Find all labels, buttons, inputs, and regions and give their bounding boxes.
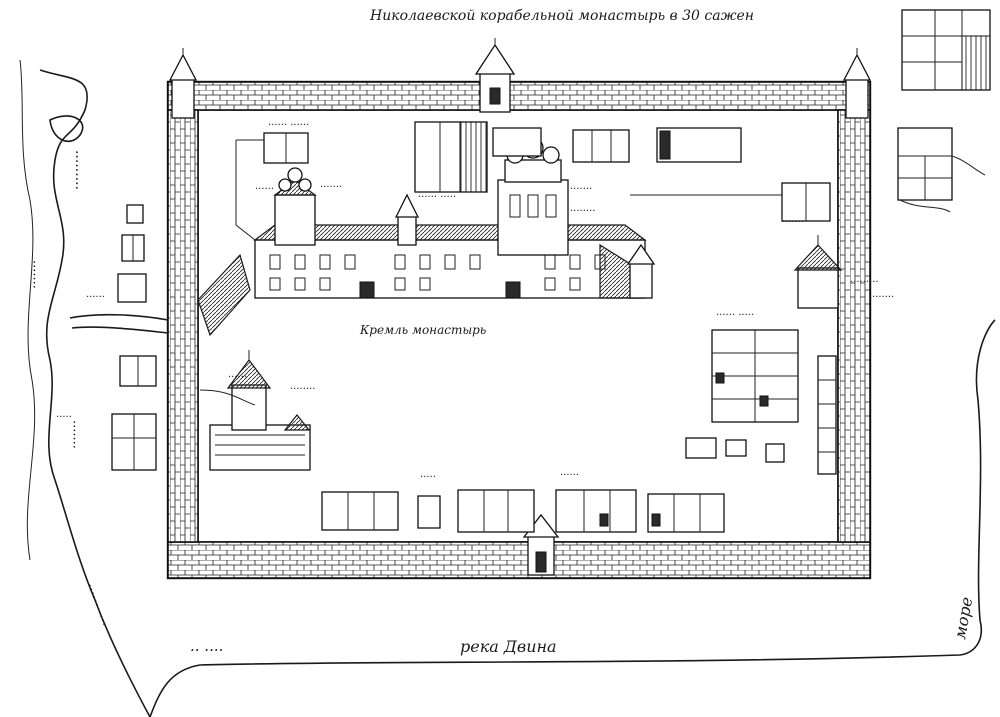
svg-text:······: ······ <box>228 372 247 383</box>
left-river-bank <box>39 69 151 717</box>
top-caption: Николаевской корабельной монастырь в 30 … <box>369 8 754 24</box>
left-river-shore <box>19 59 36 561</box>
svg-text:·······: ······· <box>66 420 81 449</box>
outbuilding-top-2 <box>414 121 488 193</box>
svg-text:········: ········ <box>290 384 315 395</box>
left-gate-wedge <box>197 253 251 337</box>
corner-tower-top-left <box>168 48 198 119</box>
gate-tower-top <box>474 38 516 113</box>
svg-text:·····: ····· <box>420 472 436 483</box>
side-river-label: море <box>950 595 976 640</box>
tall-structure-right <box>817 355 837 475</box>
annotation-leaders <box>199 139 782 406</box>
svg-text:·····: ····· <box>56 412 72 423</box>
right-wall <box>837 109 871 543</box>
outbuilding-top-4 <box>572 129 630 163</box>
bottom-row-buildings <box>321 489 725 533</box>
svg-text:······: ······ <box>86 292 105 303</box>
left-wall <box>167 109 199 543</box>
svg-text:·······: ······· <box>570 184 592 195</box>
outbuilding-top-3 <box>492 127 542 157</box>
bottom-caption: река Двина <box>460 637 557 656</box>
svg-text:·······: ······· <box>872 292 894 303</box>
svg-text:·······: ······· <box>320 182 342 193</box>
outbuilding-right-1 <box>781 182 831 222</box>
small-church-right <box>793 235 843 309</box>
svg-text:·· ····: ·· ···· <box>190 641 223 659</box>
outbuilding-top-1 <box>263 132 309 164</box>
svg-text:······ ·····: ······ ····· <box>716 310 754 321</box>
svg-text:········: ········ <box>570 206 595 217</box>
svg-text:·······: ······· <box>782 217 804 228</box>
inset-plan-mid-right <box>897 127 986 213</box>
svg-text:·······: ······· <box>26 260 41 289</box>
mid-caption: Кремль монастырь <box>359 323 486 337</box>
handwritten-annotations: ······ ······ ······ ······· ······ ····… <box>56 120 894 483</box>
svg-text:·········: ········· <box>850 277 879 288</box>
top-wall <box>167 81 871 111</box>
small-sheds-right <box>685 437 785 463</box>
cell-block-right <box>711 329 799 423</box>
svg-text:·········: ········· <box>68 150 84 190</box>
bottom-wall <box>167 541 871 579</box>
svg-text:······ ·····: ······ ····· <box>418 192 456 203</box>
river-inlet <box>49 115 84 143</box>
svg-text:······ ······: ······ ······ <box>268 120 309 131</box>
inset-plan-top-right <box>901 9 991 91</box>
bottom-river-bank <box>149 319 996 717</box>
svg-text:······: ······ <box>560 470 579 481</box>
outside-left-buildings <box>111 204 157 471</box>
svg-text:······: ······ <box>255 184 274 195</box>
approach-path <box>69 313 169 334</box>
wooden-church-left <box>209 350 311 471</box>
svg-text:···········: ··········· <box>81 581 111 629</box>
outbuilding-top-5 <box>656 127 742 163</box>
corner-tower-top-right <box>842 48 872 119</box>
